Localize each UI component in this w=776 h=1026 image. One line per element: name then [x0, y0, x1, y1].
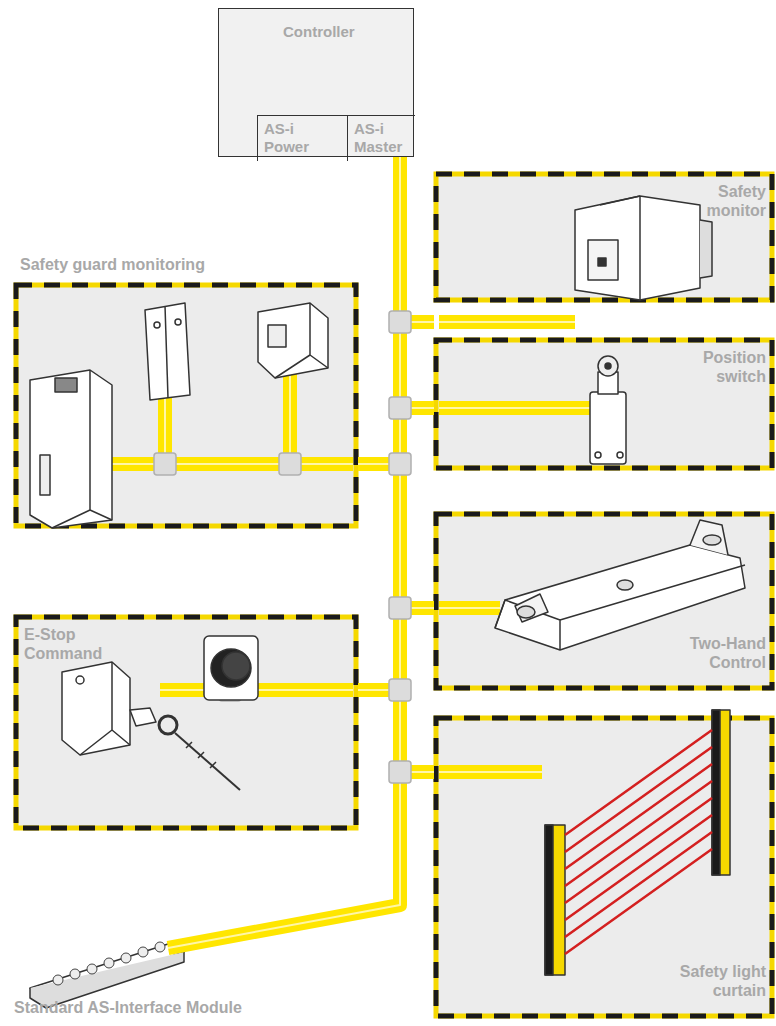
panel-title: Two-Hand Control	[666, 634, 766, 672]
box-label: AS-i Master	[354, 120, 409, 156]
box-label: Controller	[283, 23, 403, 41]
panel-title: Safety monitor	[674, 182, 766, 220]
panel-title: E-Stop Command	[24, 625, 114, 663]
bus-cable	[168, 157, 400, 948]
box-label: AS-i Power	[264, 120, 341, 156]
panel-title: Safety light curtain	[646, 962, 766, 1000]
panel-title: Safety guard monitoring	[20, 255, 320, 274]
bus-junction	[389, 397, 411, 419]
bus-junction	[389, 597, 411, 619]
light-beams	[565, 730, 712, 954]
safety-panel: Safety guard monitoring	[14, 283, 358, 528]
devices	[30, 196, 745, 1008]
safety-panel: Safety light curtain	[434, 716, 774, 1018]
controller-box: ControllerAS-i Power AS-i Master	[218, 8, 414, 157]
bus-junction	[389, 453, 411, 475]
bus-junction	[389, 679, 411, 701]
module-sockets	[53, 942, 165, 985]
module-group: Standard AS-Interface Module	[10, 936, 310, 1022]
bus-junctions	[389, 311, 411, 783]
safety-panel: Safety monitor	[434, 172, 774, 302]
junctions	[154, 453, 301, 701]
module-label: Standard AS-Interface Module	[14, 998, 304, 1017]
safety-panel: E-Stop Command	[14, 615, 358, 830]
master-module: AS-i Master	[347, 115, 415, 161]
bus-junction	[389, 761, 411, 783]
safety-panel: Two-Hand Control	[434, 512, 774, 690]
bus-junction	[389, 311, 411, 333]
power-module: AS-i Power	[257, 115, 347, 161]
safety-panel: Position switch	[434, 338, 774, 470]
panel-title: Position switch	[674, 348, 766, 386]
